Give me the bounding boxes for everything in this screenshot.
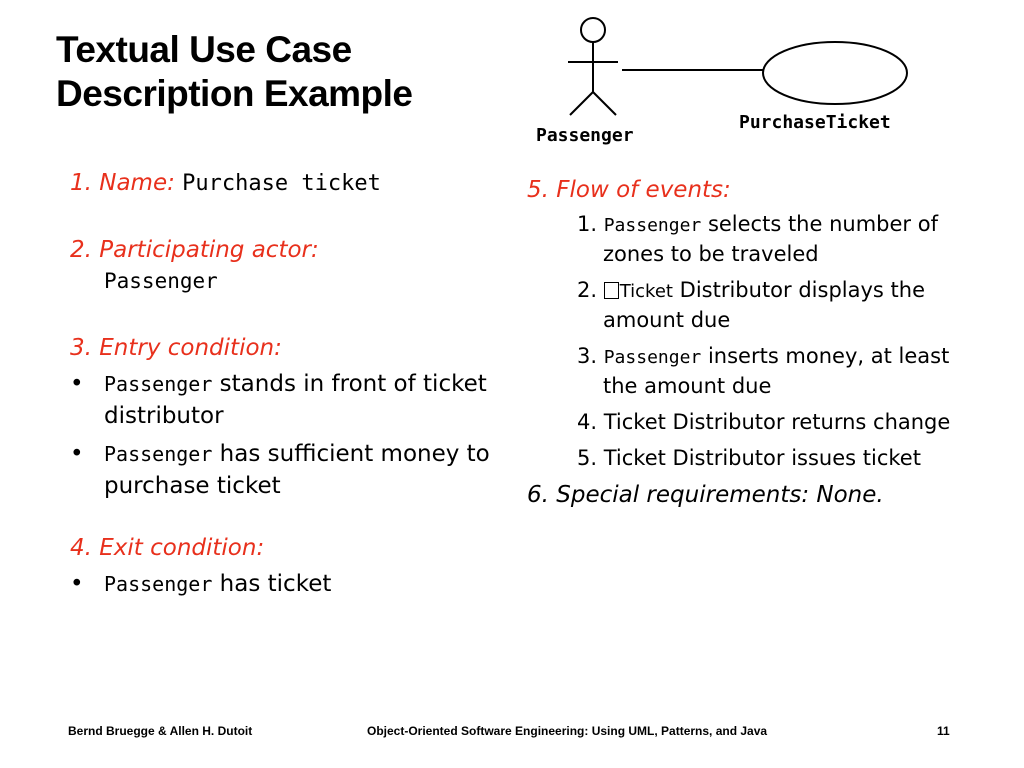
exit-condition-label: 4. Exit condition: (70, 535, 265, 561)
right-column: 5. Flow of events: 1. Passenger selects … (527, 174, 967, 510)
flow-of-events-label: 5. Flow of events: (527, 177, 731, 203)
footer-authors: Bernd Bruegge & Allen H. Dutoit (68, 724, 253, 738)
list-item: •Passenger stands in front of ticket dis… (70, 371, 487, 429)
name-value: Purchase ticket (182, 171, 381, 196)
name-section: 1. Name: Purchase ticket (70, 167, 490, 200)
list-item: 4. Ticket Distributor returns change (577, 410, 951, 434)
actor-label: Passenger (536, 125, 634, 146)
missing-glyph-icon (603, 282, 619, 299)
use-case-diagram (568, 17, 908, 116)
actor-section-value: Passenger (104, 269, 218, 293)
list-item: •Passenger has sufficient money to purch… (70, 441, 490, 499)
footer-page-number: 11 (937, 724, 950, 738)
slide-title-line-1: Textual Use Case (56, 29, 352, 70)
exit-condition-list: •Passenger has ticket (70, 568, 490, 600)
list-item: 5. Ticket Distributor issues ticket (577, 446, 921, 470)
flow-steps-list: 1. Passenger selects the number of zones… (577, 210, 967, 472)
list-item: •Passenger has ticket (70, 571, 332, 597)
list-item: 2. Ticket Distributor displays the amoun… (577, 278, 925, 332)
actor-stick-figure-icon (568, 17, 618, 116)
use-case-ellipse (762, 41, 908, 105)
use-case-label: PurchaseTicket (739, 112, 891, 133)
name-label: 1. Name: (70, 170, 175, 196)
list-item: 1. Passenger selects the number of zones… (577, 212, 938, 266)
special-requirements: 6. Special requirements: None. (527, 482, 884, 508)
footer-book-title: Object-Oriented Software Engineering: Us… (367, 724, 768, 738)
list-item: 3. Passenger inserts money, at least the… (577, 344, 950, 398)
actor-section-label: 2. Participating actor: (70, 237, 319, 263)
slide-title-line-2: Description Example (56, 73, 413, 114)
slide-title: Textual Use Case Description Example (56, 28, 413, 116)
left-column: 1. Name: Purchase ticket 2. Participatin… (70, 167, 490, 606)
entry-condition-label: 3. Entry condition: (70, 335, 282, 361)
entry-condition-list: •Passenger stands in front of ticket dis… (70, 368, 490, 502)
